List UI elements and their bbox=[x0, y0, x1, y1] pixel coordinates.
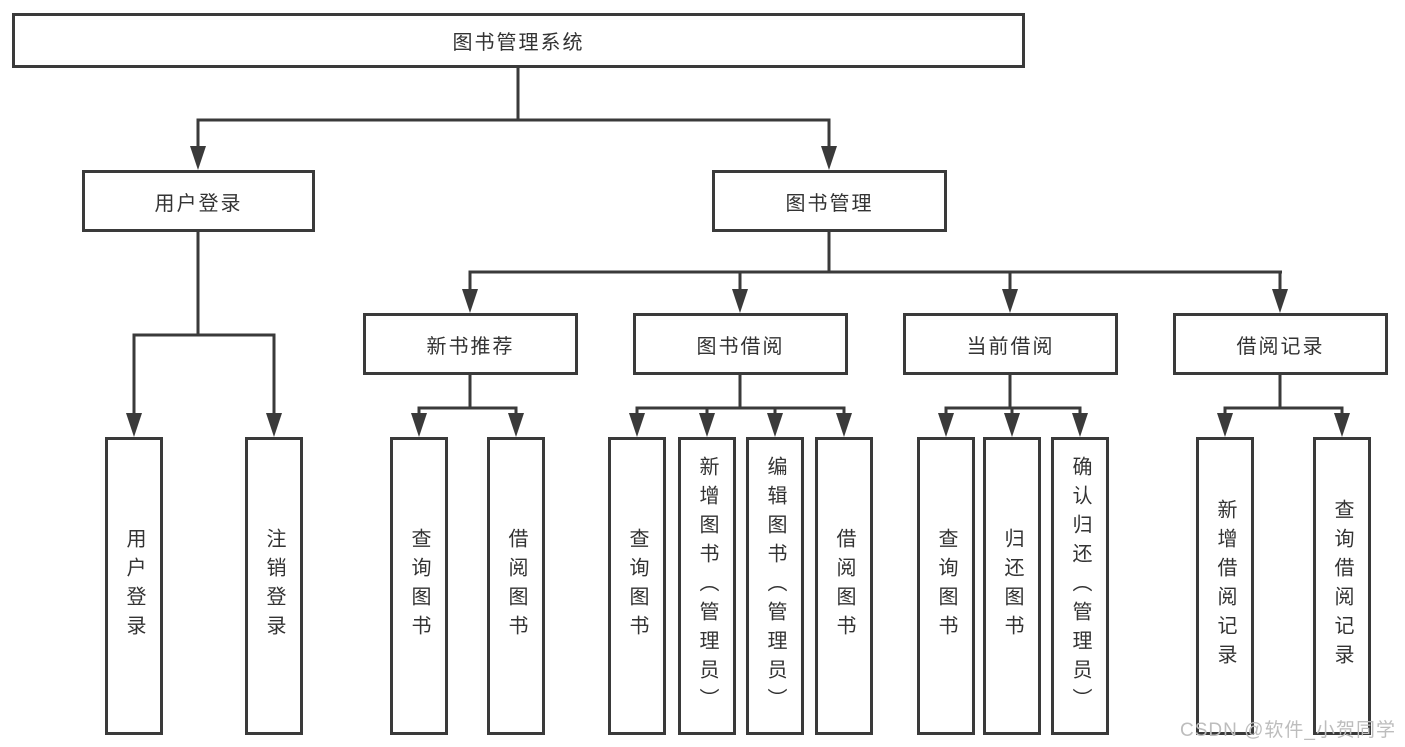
connector-root-to-level2 bbox=[190, 68, 837, 170]
leaf-query-borrow-record: 查询借阅记录 bbox=[1313, 437, 1371, 735]
leaf-label: 查询图书 bbox=[626, 528, 648, 644]
leaf-edit-books-admin: 编辑图书（管理员） bbox=[746, 437, 804, 735]
leaf-borrow-books-1: 借阅图书 bbox=[487, 437, 545, 735]
leaf-label: 查询图书 bbox=[408, 528, 430, 644]
leaf-label: 新增借阅记录 bbox=[1214, 499, 1236, 673]
node-book-borrow: 图书借阅 bbox=[633, 313, 848, 375]
leaf-add-books-admin: 新增图书（管理员） bbox=[678, 437, 736, 735]
leaf-label: 查询借阅记录 bbox=[1331, 499, 1353, 673]
leaf-label: 查询图书 bbox=[935, 528, 957, 644]
connector-new-book-recommend-to-leaves bbox=[411, 375, 524, 437]
leaf-query-books-3: 查询图书 bbox=[917, 437, 975, 735]
leaf-label: 注销登录 bbox=[263, 528, 285, 644]
node-borrow-records: 借阅记录 bbox=[1173, 313, 1388, 375]
leaf-label: 借阅图书 bbox=[833, 528, 855, 644]
node-system-root: 图书管理系统 bbox=[12, 13, 1025, 68]
node-label: 借阅记录 bbox=[1236, 335, 1325, 358]
connector-book-mgmt-to-level3 bbox=[462, 232, 1288, 313]
node-current-borrow: 当前借阅 bbox=[903, 313, 1118, 375]
leaf-query-books-2: 查询图书 bbox=[608, 437, 666, 735]
leaf-query-books-1: 查询图书 bbox=[390, 437, 448, 735]
node-book-management: 图书管理 bbox=[712, 170, 947, 232]
node-label: 图书管理系统 bbox=[452, 32, 585, 54]
leaf-label: 借阅图书 bbox=[505, 528, 527, 644]
leaf-add-borrow-record: 新增借阅记录 bbox=[1196, 437, 1254, 735]
node-new-book-recommend: 新书推荐 bbox=[363, 313, 578, 375]
leaf-confirm-return-admin: 确认归还（管理员） bbox=[1051, 437, 1109, 735]
connector-user-login-to-leaves bbox=[126, 232, 282, 437]
node-label: 当前借阅 bbox=[966, 335, 1055, 358]
connector-book-borrow-to-leaves bbox=[629, 375, 852, 437]
leaf-borrow-books-2: 借阅图书 bbox=[815, 437, 873, 735]
leaf-label: 归还图书 bbox=[1001, 528, 1023, 644]
node-label: 新书推荐 bbox=[426, 335, 515, 358]
leaf-label: 确认归还（管理员） bbox=[1069, 455, 1091, 717]
leaf-label: 编辑图书（管理员） bbox=[764, 455, 786, 717]
node-label: 用户登录 bbox=[154, 192, 243, 215]
leaf-user-login: 用户登录 bbox=[105, 437, 163, 735]
node-label: 图书借阅 bbox=[696, 335, 785, 358]
leaf-label: 新增图书（管理员） bbox=[696, 455, 718, 717]
node-label: 图书管理 bbox=[785, 192, 874, 215]
leaf-logout: 注销登录 bbox=[245, 437, 303, 735]
leaf-label: 用户登录 bbox=[123, 528, 145, 644]
leaf-return-books: 归还图书 bbox=[983, 437, 1041, 735]
connector-borrow-records-to-leaves bbox=[1217, 375, 1350, 437]
connector-current-borrow-to-leaves bbox=[938, 375, 1088, 437]
csdn-watermark: CSDN @软件_小贺同学 bbox=[1180, 720, 1396, 741]
node-user-login: 用户登录 bbox=[82, 170, 315, 232]
